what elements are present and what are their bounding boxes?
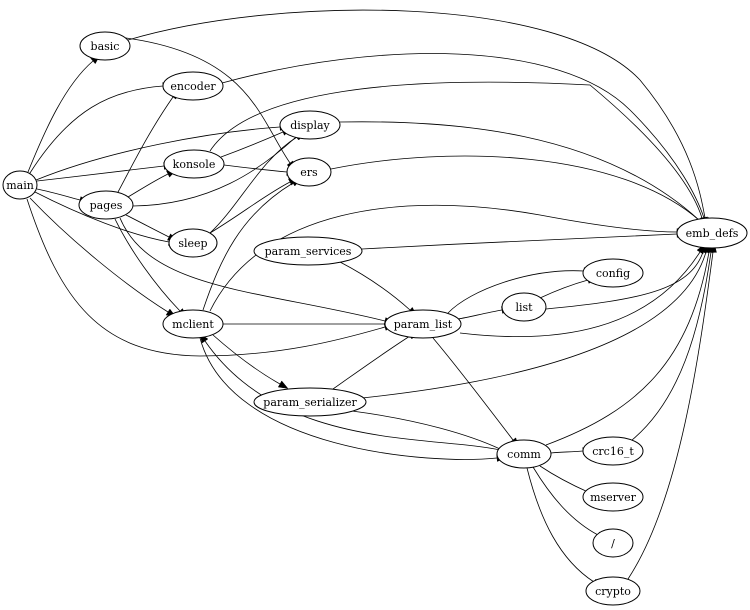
edge-param_serializer-to-param_list	[332, 330, 419, 390]
arrowhead-icon	[277, 380, 289, 389]
node-comm[interactable]: comm	[496, 439, 552, 469]
node-emb-defs[interactable]: emb_defs	[676, 217, 748, 249]
edge-encoder-to-emb_defs	[221, 53, 708, 228]
edge-param_list-to-emb_defs	[459, 243, 706, 338]
edge-basic-to-emb_defs	[127, 9, 709, 228]
node-label: sleep	[178, 237, 207, 250]
edge-display-to-emb_defs	[339, 121, 707, 227]
node-label: /	[611, 537, 615, 550]
node-konsole[interactable]: konsole	[163, 149, 225, 179]
node-label: param_serializer	[263, 396, 357, 409]
edge-pages-to-param_list	[119, 217, 395, 325]
edge-ers-to-emb_defs	[330, 155, 708, 228]
edge-param_services-to-param_list	[339, 261, 418, 317]
node-mclient[interactable]: mclient	[162, 309, 224, 339]
node-display[interactable]: display	[279, 110, 341, 140]
node-crypto[interactable]: crypto	[585, 576, 641, 606]
node-label: mserver	[590, 491, 637, 504]
node-encoder[interactable]: encoder	[162, 71, 224, 101]
node-label: crc16_t	[592, 445, 634, 458]
node-param-list[interactable]: param_list	[384, 309, 462, 339]
edge-konsole-to-display	[220, 128, 292, 158]
edge-crypto-to-emb_defs	[627, 242, 717, 580]
node-list[interactable]: list	[501, 292, 547, 322]
node-label: main	[6, 179, 34, 192]
edge-sleep-to-ers	[209, 177, 299, 234]
node-label: konsole	[173, 158, 216, 171]
node-sleep[interactable]: sleep	[168, 228, 218, 258]
node-main[interactable]: main	[2, 170, 38, 200]
edge-param_serializer-to-comm	[351, 410, 509, 454]
edge-param_list-to-comm	[432, 337, 519, 448]
node-basic[interactable]: basic	[79, 31, 131, 61]
node-label: emb_defs	[686, 227, 739, 240]
edge-mclient-to-param_serializer	[212, 334, 289, 389]
node-label: crypto	[595, 585, 631, 598]
node-slash[interactable]: /	[592, 528, 634, 558]
node-label: encoder	[170, 80, 216, 93]
node-label: param_services	[265, 245, 352, 258]
node-label: list	[515, 301, 533, 314]
edge-pages-to-sleep	[125, 214, 178, 242]
edge-main-to-basic	[27, 54, 101, 173]
node-label: pages	[90, 199, 123, 212]
node-label: comm	[507, 448, 541, 461]
edge-pages-to-konsole	[127, 169, 177, 198]
node-label: basic	[91, 40, 120, 53]
node-label: display	[290, 119, 330, 132]
node-label: mclient	[172, 318, 214, 331]
node-label: param_list	[394, 318, 453, 331]
node-label: ers	[300, 166, 318, 179]
node-crc16-t[interactable]: crc16_t	[582, 436, 644, 466]
node-param-serializer[interactable]: param_serializer	[253, 387, 367, 417]
edge-mclient-to-param_list	[223, 320, 395, 328]
node-config[interactable]: config	[582, 258, 644, 288]
edge-param_services-to-emb_defs	[361, 230, 687, 250]
node-pages[interactable]: pages	[78, 190, 134, 220]
node-label: config	[596, 267, 630, 280]
edge-konsole-to-ers	[223, 164, 297, 176]
edge-comm-to-crypto	[526, 467, 603, 588]
node-ers[interactable]: ers	[286, 157, 332, 187]
node-mserver[interactable]: mserver	[582, 482, 644, 512]
edge-main-to-encoder	[29, 82, 173, 174]
edge-crc16_t-to-emb_defs	[631, 242, 715, 441]
nodes-layer: main basic encoder display konsole pages ers sl…	[2, 31, 748, 606]
node-param-services[interactable]: param_services	[253, 236, 363, 266]
